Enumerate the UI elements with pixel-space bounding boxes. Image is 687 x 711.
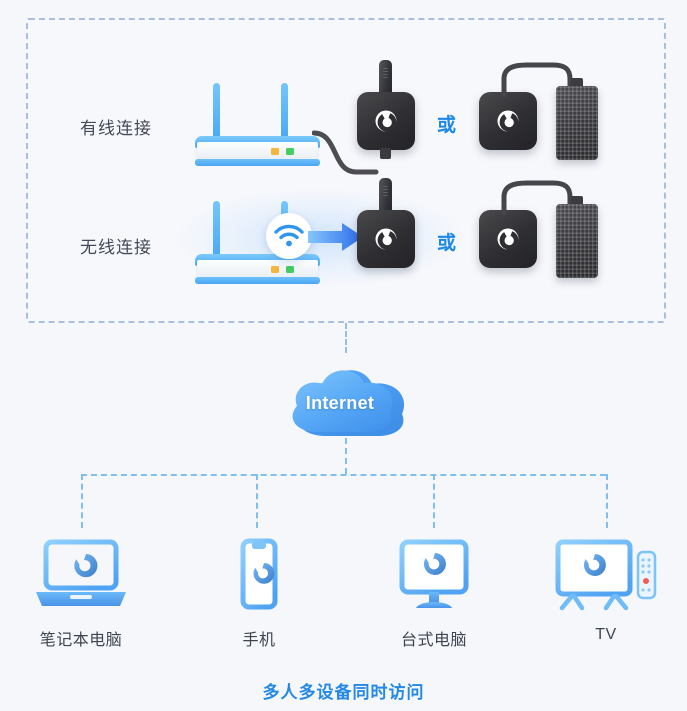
connector-branch-laptop <box>81 474 83 528</box>
row-label-wireless: 无线连接 <box>80 238 152 257</box>
router-antenna-left <box>213 201 220 259</box>
hdd-shell <box>556 86 598 160</box>
external-hard-drive-wired <box>556 78 598 160</box>
connector-panel-to-cloud <box>345 323 347 353</box>
ethernet-cable-icon <box>312 130 379 175</box>
router-body <box>197 260 318 280</box>
nas-box-wireless-option-a <box>357 178 415 268</box>
laptop-icon <box>6 528 156 612</box>
drive-cable-icon <box>501 62 573 97</box>
tv-with-remote-icon <box>531 528 681 612</box>
router-base <box>195 159 320 166</box>
device-label-laptop: 笔记本电脑 <box>39 632 123 649</box>
desktop-monitor-icon <box>359 528 509 612</box>
connector-branch-desktop <box>433 474 435 528</box>
brand-swirl-icon <box>497 110 519 132</box>
router-antenna-right <box>281 83 288 141</box>
device-phone: 手机 <box>184 528 334 650</box>
row-label-wired: 有线连接 <box>80 119 152 138</box>
device-label-phone: 手机 <box>242 632 276 649</box>
connector-branch-tv <box>606 474 608 528</box>
connector-cloud-trunk <box>345 438 347 474</box>
router-antenna-left <box>213 83 220 141</box>
phone-glyph-icon <box>240 538 278 610</box>
brand-swirl-icon <box>497 228 519 250</box>
hdd-connector <box>571 78 583 87</box>
or-label-wireless: 或 <box>437 233 457 254</box>
router-icon-wired <box>195 78 330 168</box>
hdd-shell <box>556 204 598 278</box>
device-laptop: 笔记本电脑 <box>6 528 156 650</box>
router-led-amber <box>271 148 279 155</box>
router-base <box>195 277 320 284</box>
device-label-tv: TV <box>595 626 617 643</box>
laptop-glyph-icon <box>36 539 126 606</box>
usb-stick-icon <box>379 178 392 216</box>
nas-box-wireless-option-b <box>479 210 537 268</box>
drive-cable-icon <box>501 180 573 215</box>
router-led-amber <box>271 266 279 273</box>
device-tv: TV <box>531 528 681 644</box>
brand-swirl-icon <box>375 228 397 250</box>
smartphone-icon <box>184 528 334 612</box>
arrow-right-icon <box>308 223 363 251</box>
nas-box-wired-option-a <box>357 60 415 159</box>
tv-glyph-icon <box>555 539 657 611</box>
wifi-waves-icon <box>274 224 304 247</box>
wifi-signal-icon <box>266 213 312 259</box>
router-body <box>197 142 318 162</box>
device-desktop: 台式电脑 <box>359 528 509 650</box>
connector-horizontal-bus <box>81 474 606 476</box>
brand-swirl-icon <box>375 110 397 132</box>
or-label-wired: 或 <box>437 115 457 136</box>
internet-cloud: Internet <box>278 352 416 444</box>
connector-branch-phone <box>256 474 258 528</box>
router-led-green <box>286 266 294 273</box>
external-hard-drive-wireless <box>556 196 598 278</box>
nas-box-wired-option-b <box>479 92 537 150</box>
diagram-caption: 多人多设备同时访问 <box>262 683 425 702</box>
hdd-connector <box>571 196 583 205</box>
usb-stick-icon <box>379 60 392 98</box>
device-label-desktop: 台式电脑 <box>400 632 467 649</box>
monitor-glyph-icon <box>399 539 469 608</box>
nas-power-plug <box>380 148 391 159</box>
router-led-green <box>286 148 294 155</box>
cloud-icon <box>292 370 405 436</box>
